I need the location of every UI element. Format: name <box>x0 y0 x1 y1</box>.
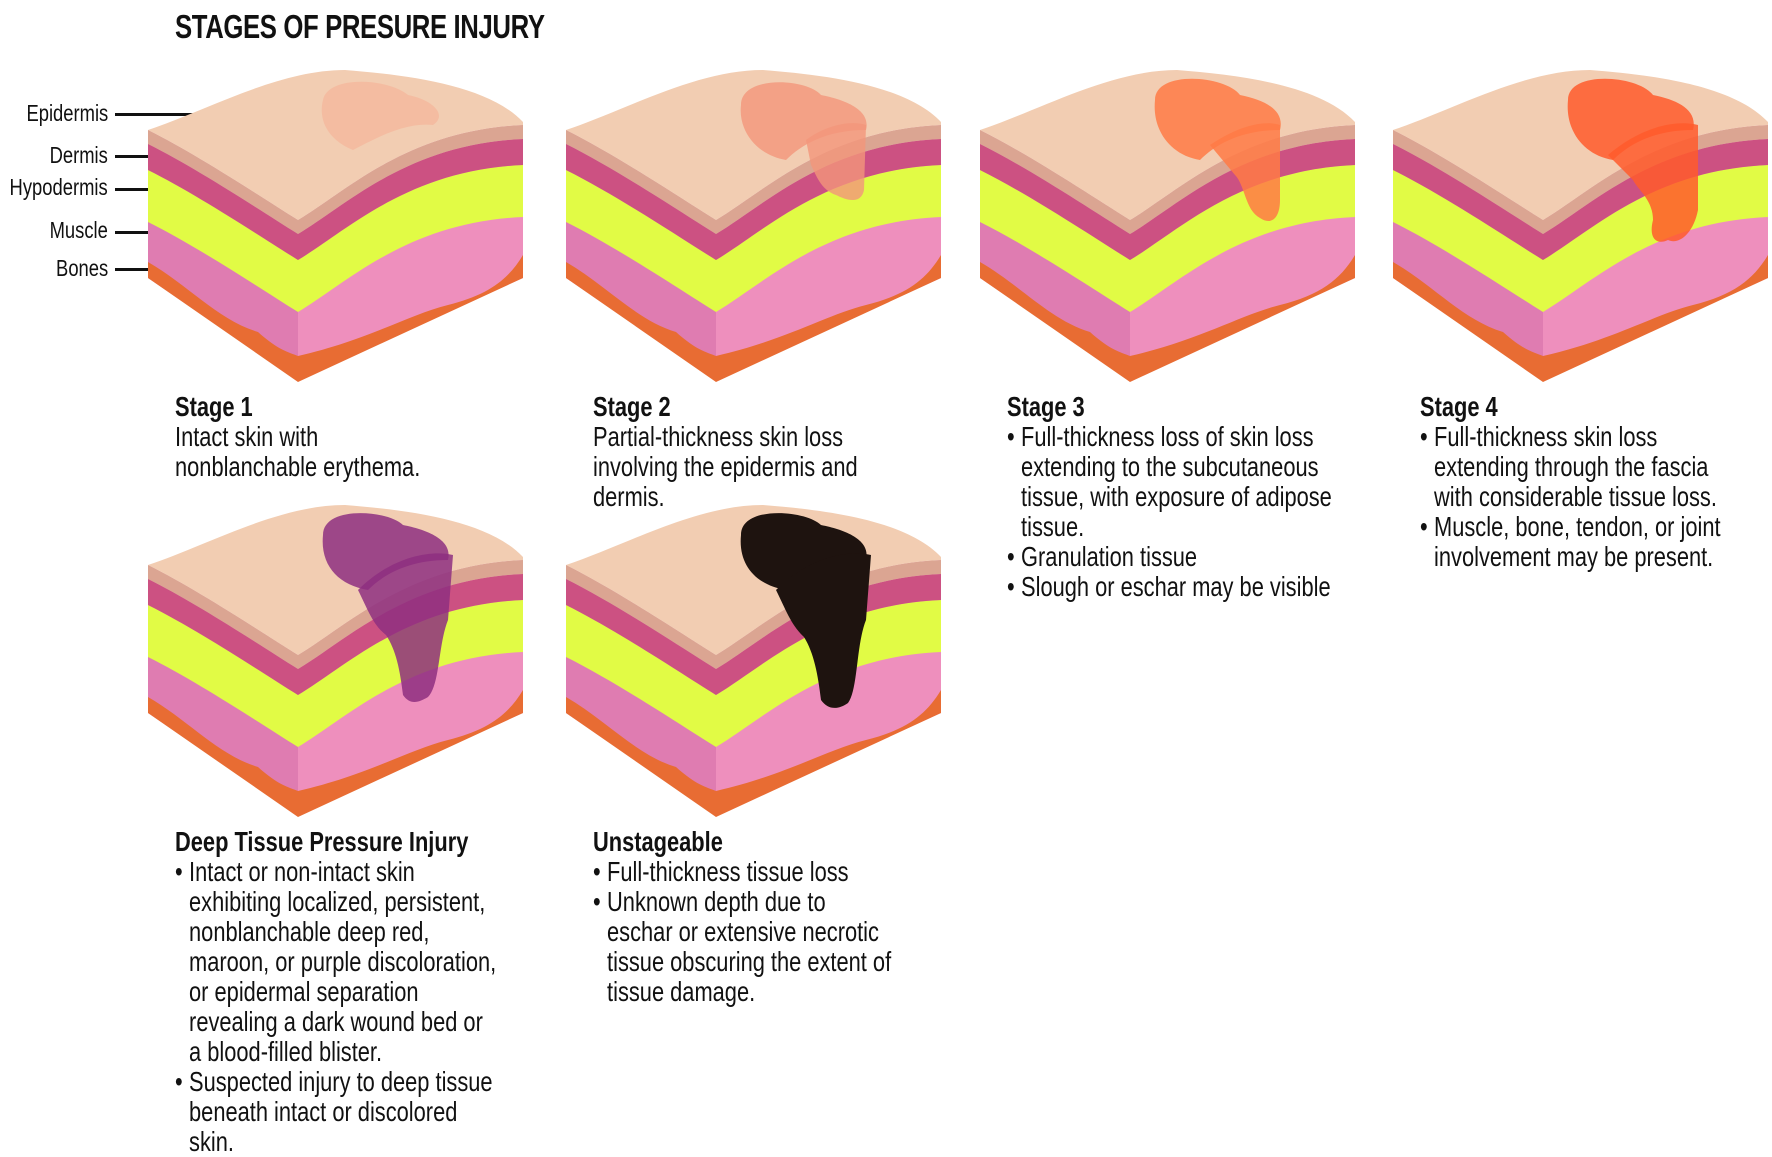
wound-depth <box>1608 123 1698 242</box>
label-dermis: Dermis <box>49 142 108 168</box>
leader-line <box>115 188 148 191</box>
skin-diagram-deep-tissue <box>148 505 523 817</box>
dermis-layer <box>148 139 523 260</box>
bone-layer <box>148 255 523 382</box>
page-title: STAGES OF PRESURE INJURY <box>175 8 545 45</box>
hypodermis-layer <box>566 165 941 312</box>
wound-surface <box>740 513 867 590</box>
bone-layer <box>148 690 523 817</box>
stage-4-description: Stage 4 Full-thickness skin loss extendi… <box>1420 392 1772 572</box>
deep-tissue-description: Deep Tissue Pressure Injury Intact or no… <box>175 827 565 1157</box>
stage-heading: Unstageable <box>593 826 723 857</box>
leader-line <box>115 268 148 271</box>
bone-layer <box>566 690 941 817</box>
wound-depth <box>358 553 453 702</box>
stage-heading: Stage 4 <box>1420 391 1498 422</box>
wound-depth <box>776 553 871 708</box>
wound-surface <box>1154 78 1281 160</box>
hypodermis-layer <box>148 165 523 312</box>
skin-diagram-stage-2 <box>566 70 941 382</box>
label-bones: Bones <box>55 255 108 281</box>
stage-heading: Deep Tissue Pressure Injury <box>175 826 469 857</box>
skin-diagram-stage-3 <box>980 70 1355 382</box>
stage-bullet: Full-thickness tissue loss <box>593 857 896 888</box>
stage-text: Intact skin with nonblanchable erythema. <box>175 421 421 482</box>
label-epidermis: Epidermis <box>26 100 108 126</box>
leader-line <box>115 113 207 116</box>
stage-bullet: Unknown depth due to eschar or extensive… <box>593 887 896 1007</box>
label-hypodermis: Hypodermis <box>9 174 108 200</box>
stage-heading: Stage 1 <box>175 391 253 422</box>
skin-diagram-unstageable <box>566 505 941 817</box>
stage-bullet: Granulation tissue <box>1007 542 1337 573</box>
stage-bullet: Full-thickness loss of skin loss extendi… <box>1007 422 1337 542</box>
stage-bullet: Suspected injury to deep tissue beneath … <box>175 1067 497 1157</box>
skin-diagram-stage-1 <box>148 70 523 382</box>
leader-line <box>115 155 148 158</box>
bone-layer <box>980 255 1355 382</box>
epidermis-side <box>148 125 523 234</box>
stage-bullet: Full-thickness skin loss extending throu… <box>1420 422 1727 512</box>
stage-3-description: Stage 3 Full-thickness loss of skin loss… <box>1007 391 1397 603</box>
wound-surface <box>322 513 449 590</box>
bone-layer <box>566 255 941 382</box>
unstageable-description: Unstageable Full-thickness tissue loss U… <box>593 827 983 1007</box>
skin-diagram-stage-4 <box>1393 70 1768 382</box>
leader-line <box>115 231 148 234</box>
stage-text: Partial-thickness skin loss involving th… <box>593 421 858 512</box>
stage-bullet: Intact or non-intact skin exhibiting loc… <box>175 857 497 1067</box>
wound-depth <box>806 123 866 200</box>
label-muscle: Muscle <box>49 217 108 243</box>
stage-heading: Stage 2 <box>593 391 671 422</box>
stage-bullet: Muscle, bone, tendon, or joint involveme… <box>1420 512 1727 572</box>
wound-surface <box>1567 78 1694 160</box>
stage-heading: Stage 3 <box>1007 391 1085 422</box>
bone-layer <box>1393 255 1768 382</box>
stage-bullet: Slough or eschar may be visible <box>1007 572 1337 603</box>
wound-surface <box>740 82 867 160</box>
wound-surface <box>321 81 439 150</box>
wound-depth <box>1210 123 1280 221</box>
stage-1-description: Stage 1 Intact skin with nonblanchable e… <box>175 392 565 482</box>
stage-2-description: Stage 2 Partial-thickness skin loss invo… <box>593 392 983 512</box>
